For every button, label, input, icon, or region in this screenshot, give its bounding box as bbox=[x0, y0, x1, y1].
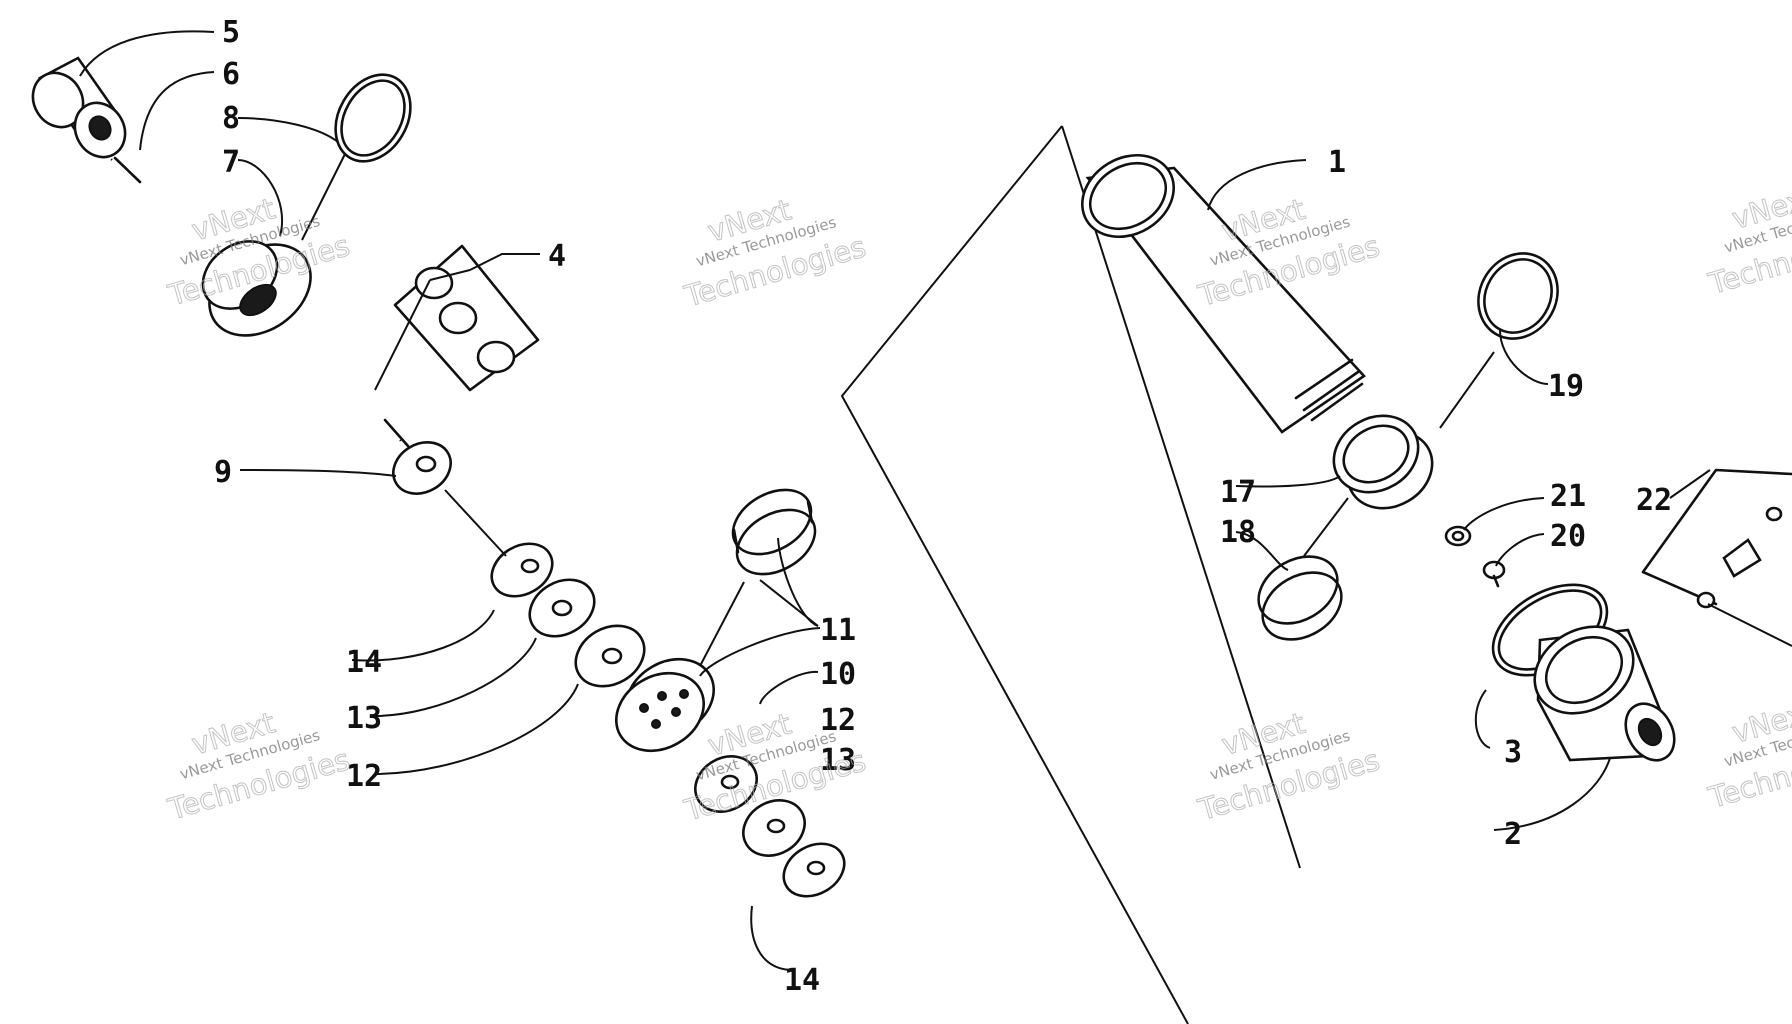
leader-lines bbox=[79, 30, 1792, 971]
callout-9: 9 bbox=[214, 455, 232, 490]
callout-18: 18 bbox=[1220, 515, 1256, 550]
callout-4: 4 bbox=[548, 239, 566, 274]
part-nut-17 bbox=[1332, 414, 1434, 510]
part-ring-19 bbox=[1477, 252, 1559, 340]
watermark-5: vNext vNext Technologies Technologies bbox=[163, 705, 353, 827]
watermark-4: vNext vNext Technologies Technologies bbox=[1704, 179, 1792, 301]
part-cylinder-1 bbox=[1080, 153, 1366, 434]
callout-12-upper: 12 bbox=[346, 759, 382, 794]
callout-13-lower: 13 bbox=[820, 743, 856, 778]
part-shim-stack-upper bbox=[490, 542, 646, 688]
callout-14-lower: 14 bbox=[784, 963, 820, 998]
part-kit-4 bbox=[393, 244, 540, 392]
part-piston-head bbox=[201, 240, 312, 337]
callout-19: 19 bbox=[1548, 369, 1584, 404]
callout-12-lower: 12 bbox=[820, 703, 856, 738]
callout-6: 6 bbox=[222, 57, 240, 92]
callout-10: 10 bbox=[820, 657, 856, 692]
watermark-2: vNext vNext Technologies Technologies bbox=[680, 192, 870, 314]
callout-labels: 5 6 8 7 4 9 14 13 12 11 10 12 13 14 1 19… bbox=[214, 15, 1672, 998]
part-kit-22 bbox=[1641, 468, 1792, 609]
part-valve-10 bbox=[614, 657, 716, 753]
callout-8: 8 bbox=[222, 101, 240, 136]
part-body-2 bbox=[1533, 625, 1676, 762]
callout-14-upper: 14 bbox=[346, 645, 382, 680]
part-band-18 bbox=[1257, 555, 1343, 641]
callout-11: 11 bbox=[820, 613, 856, 648]
callout-13-upper: 13 bbox=[346, 701, 382, 736]
callout-22: 22 bbox=[1636, 483, 1672, 518]
callout-21: 21 bbox=[1550, 479, 1586, 514]
part-washer-21 bbox=[1444, 525, 1472, 547]
callout-20: 20 bbox=[1550, 519, 1586, 554]
part-band-11 bbox=[731, 488, 817, 576]
part-washer-9 bbox=[392, 441, 452, 495]
callout-17: 17 bbox=[1220, 475, 1256, 510]
part-screw-20 bbox=[1482, 560, 1506, 588]
callout-1: 1 bbox=[1328, 145, 1346, 180]
part-cap bbox=[31, 56, 127, 159]
enclosure-outline bbox=[840, 125, 1301, 1024]
watermark-8: vNext vNext Technologies Technologies bbox=[1704, 693, 1792, 815]
callout-5: 5 bbox=[222, 15, 240, 50]
part-ring-8 bbox=[334, 73, 412, 163]
callout-2: 2 bbox=[1504, 817, 1522, 852]
callout-7: 7 bbox=[222, 145, 240, 180]
part-shim-stack-lower bbox=[694, 755, 846, 898]
callout-3: 3 bbox=[1504, 735, 1522, 770]
